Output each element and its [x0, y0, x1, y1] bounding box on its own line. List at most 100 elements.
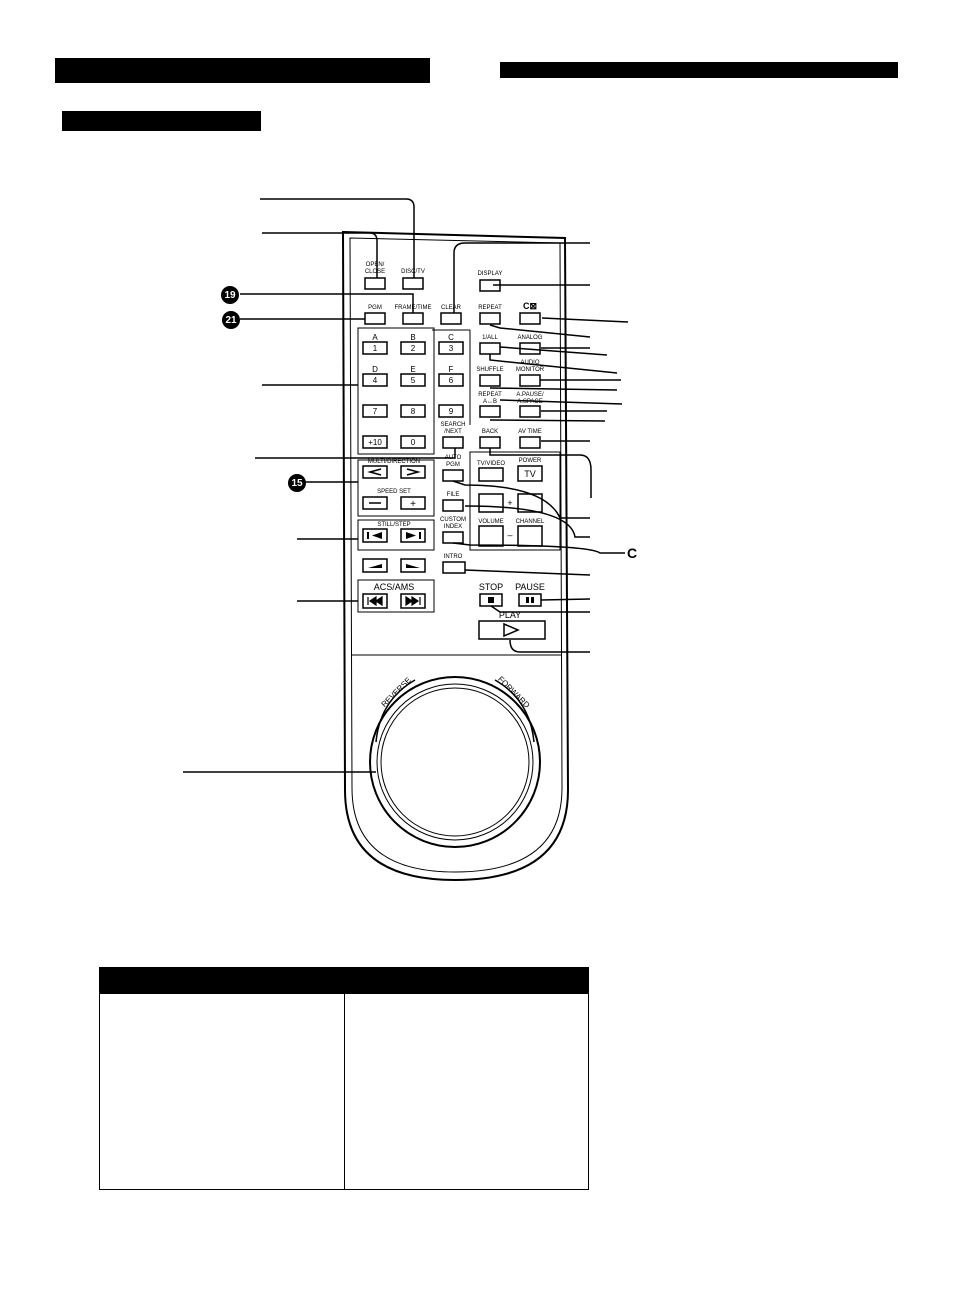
- display-button[interactable]: DISPLAY: [478, 271, 503, 292]
- search-section-frame: [357, 459, 435, 517]
- still-step-frame: [357, 519, 435, 551]
- search-back-button[interactable]: [362, 465, 388, 479]
- svg-text:+: +: [507, 498, 512, 508]
- power-tv-button[interactable]: [517, 465, 543, 482]
- reference-table: [99, 967, 589, 1190]
- svg-text:A.PAUSE/: A.PAUSE/: [516, 392, 544, 398]
- custom-index-button[interactable]: [442, 531, 464, 544]
- a-pause-button[interactable]: [519, 405, 541, 418]
- svg-text:1: 1: [373, 344, 378, 353]
- volume-up-button[interactable]: [478, 493, 504, 513]
- svg-text:POWER: POWER: [519, 458, 542, 464]
- svg-text:DISPLAY: DISPLAY: [478, 271, 503, 277]
- caption-button[interactable]: C⊠: [519, 301, 541, 325]
- auto-pgm-button[interactable]: [442, 469, 464, 482]
- svg-text:ACS/AMS: ACS/AMS: [374, 582, 415, 592]
- numeric-keypad-frame: [357, 327, 435, 455]
- svg-text:+10: +10: [368, 438, 382, 447]
- svg-text:AV TIME: AV TIME: [518, 429, 541, 435]
- key-plus10[interactable]: [362, 435, 388, 449]
- svg-text:AUDIO: AUDIO: [520, 360, 539, 366]
- svg-text:PGM: PGM: [368, 305, 382, 311]
- remote-control-diagram: OPEN/ CLOSE DISC/TV DISPLAY PGM FRAME/TI…: [183, 198, 629, 882]
- speed-plus-button[interactable]: [400, 496, 426, 510]
- svg-text:CHANNEL: CHANNEL: [516, 519, 545, 525]
- key-6[interactable]: [438, 373, 464, 387]
- search-forward-button[interactable]: [400, 465, 426, 479]
- svg-text:E: E: [410, 365, 415, 374]
- svg-text:4: 4: [373, 376, 378, 385]
- svg-text:1/ALL: 1/ALL: [482, 335, 498, 341]
- svg-text:DISC/TV: DISC/TV: [401, 269, 425, 275]
- svg-text:8: 8: [411, 407, 416, 416]
- svg-text:FILE: FILE: [447, 492, 460, 498]
- svg-text:SPEED SET: SPEED SET: [377, 489, 411, 495]
- pgm-button[interactable]: PGM: [364, 305, 386, 325]
- svg-text:CUSTOM: CUSTOM: [440, 517, 466, 523]
- repeat-button[interactable]: REPEAT: [478, 305, 502, 325]
- shuffle-button[interactable]: [479, 374, 501, 387]
- open-close-label: OPEN/: [366, 262, 385, 268]
- svg-text:7: 7: [373, 407, 378, 416]
- key-5[interactable]: [400, 373, 426, 387]
- repeat-ab-button[interactable]: [479, 405, 501, 418]
- scan-forward-button[interactable]: [400, 558, 426, 573]
- svg-text:INTRO: INTRO: [444, 554, 463, 560]
- av-time-button[interactable]: [519, 436, 541, 449]
- svg-text:MONITOR: MONITOR: [516, 367, 545, 373]
- reference-table-left-column: [100, 994, 345, 1190]
- intro-button[interactable]: [442, 561, 466, 574]
- svg-text:PLAY: PLAY: [499, 610, 521, 620]
- callout-19-badge: 19: [221, 286, 239, 304]
- key-7[interactable]: [362, 404, 388, 418]
- callout-c-label: C: [627, 545, 638, 561]
- key-8[interactable]: [400, 404, 426, 418]
- search-next-button[interactable]: [442, 436, 464, 449]
- svg-text:2: 2: [411, 344, 416, 353]
- key-3[interactable]: [438, 341, 464, 355]
- section-heading-bar-right: [500, 62, 898, 78]
- pause-button[interactable]: [518, 593, 542, 607]
- key-1[interactable]: [362, 341, 388, 355]
- svg-text:REPEAT: REPEAT: [478, 305, 502, 311]
- svg-text:STOP: STOP: [479, 582, 503, 592]
- channel-down-button[interactable]: [517, 525, 543, 547]
- svg-text:MULTI/DIRECTION: MULTI/DIRECTION: [368, 459, 420, 465]
- callout-15-badge: 15: [288, 474, 306, 492]
- svg-text:STILL/STEP: STILL/STEP: [377, 522, 410, 528]
- svg-text:6: 6: [449, 376, 454, 385]
- svg-text:/NEXT: /NEXT: [444, 429, 462, 435]
- svg-text:F: F: [449, 365, 454, 374]
- audio-monitor-button[interactable]: [519, 374, 541, 387]
- svg-text:A↔B: A↔B: [483, 399, 497, 405]
- key-4[interactable]: [362, 373, 388, 387]
- file-button[interactable]: [442, 499, 464, 512]
- left-transport-buttons: MULTI/DIRECTION SPEED SET + STILL/STEP A…: [362, 459, 426, 609]
- key-9[interactable]: [438, 404, 464, 418]
- svg-text:SEARCH: SEARCH: [440, 422, 465, 428]
- back-button[interactable]: [479, 436, 501, 449]
- tv-video-button[interactable]: [478, 467, 504, 482]
- open-close-button[interactable]: OPEN/ CLOSE: [364, 262, 386, 290]
- key-0[interactable]: [400, 435, 426, 449]
- subheading-bar: [62, 111, 261, 131]
- jog-shuttle-dial[interactable]: REVERSE FORWARD: [369, 675, 541, 848]
- section-heading-bar-left: [55, 58, 430, 83]
- callout-21-badge: 21: [222, 311, 240, 329]
- clear-button[interactable]: CLEAR: [440, 305, 462, 325]
- svg-text:D: D: [372, 365, 378, 374]
- svg-text:PAUSE: PAUSE: [515, 582, 545, 592]
- svg-text:REPEAT: REPEAT: [478, 392, 502, 398]
- scan-back-button[interactable]: [362, 558, 388, 573]
- key-2[interactable]: [400, 341, 426, 355]
- svg-text:SHUFFLE: SHUFFLE: [476, 367, 503, 373]
- svg-text:ANALOG: ANALOG: [517, 335, 542, 341]
- svg-text:C⊠: C⊠: [523, 301, 537, 311]
- volume-down-button[interactable]: [478, 525, 504, 547]
- svg-text:+: +: [410, 499, 416, 510]
- disc-tv-button[interactable]: DISC/TV: [401, 269, 425, 290]
- one-all-button[interactable]: [479, 342, 501, 355]
- reference-table-header: [100, 968, 588, 994]
- numeric-keypad: A B C 1 2 3 D E F 4 5 6 7 8 9 +10 0: [362, 333, 464, 449]
- playback-buttons: STOP PAUSE PLAY: [478, 582, 546, 640]
